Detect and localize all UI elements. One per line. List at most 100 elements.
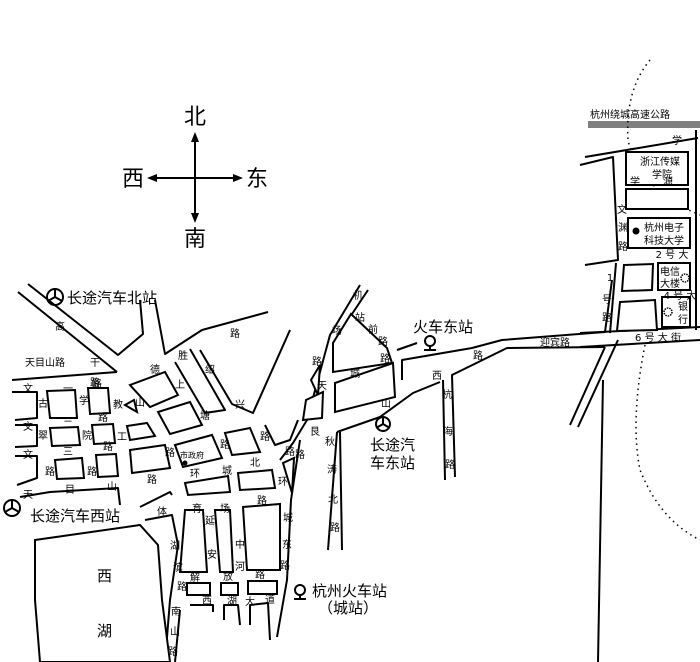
train-city-label-2: （城站） (318, 599, 378, 617)
road-label: 环 (190, 469, 200, 480)
road-label: 解 (190, 571, 200, 584)
road-label: 河 (235, 561, 245, 573)
road-label: 天目山路 (25, 356, 65, 369)
road-label: 西 (432, 371, 442, 382)
road-label: 放 (223, 570, 233, 583)
road-label: 路 (618, 240, 628, 253)
bank-label-2: 行 (678, 313, 688, 326)
road-label: 学 (79, 394, 89, 407)
road-label: 安 (207, 548, 217, 561)
road-label: 1 (607, 273, 613, 284)
city-blocks (45, 151, 691, 596)
road-label: 古 (38, 397, 48, 410)
road-labels: 高干天目山路文一路古翠路学院路文二路文三路教工山德胜上塘路绍兴环城北路天目山路体… (23, 134, 696, 658)
road-label: 兴 (235, 399, 245, 411)
bus-station-icon (3, 499, 21, 517)
road-label: 路 (257, 494, 267, 507)
compass-west: 西 (122, 167, 144, 192)
road-label: 4 号 大 (664, 289, 697, 302)
bus-east-label-1: 长途汽 (370, 436, 415, 454)
road-label: 路 (90, 376, 100, 389)
road-label: 塘 (200, 409, 210, 422)
road-label: 城 (283, 512, 293, 524)
arrow-west-icon (147, 174, 157, 182)
road-label: 文 (23, 420, 33, 433)
road-label: 一 (63, 384, 73, 395)
road-label: 渊 (618, 222, 628, 234)
road-label: 路 (295, 448, 305, 461)
road-label: 山 (381, 398, 391, 410)
road-label: 路 (445, 458, 455, 471)
dianzi-univ-label-1: 杭州电子 (644, 221, 684, 234)
road-label: 路 (230, 327, 240, 340)
road-label: 教 (113, 398, 123, 411)
road-label: 东 (282, 538, 292, 551)
road-label: 路 (473, 349, 483, 362)
road-label: 南 (171, 605, 181, 618)
highway-bar (588, 121, 700, 128)
media-univ-label-2: 学院 (652, 168, 672, 181)
road-label: 山 (135, 397, 145, 409)
dianzi-univ-label-2: 科技大学 (644, 234, 684, 247)
road-label: 目 (65, 485, 75, 496)
road-label: 海 (443, 425, 453, 438)
road-label: 源 (663, 175, 673, 188)
train-station-icon (424, 335, 436, 351)
lake-label-2: 湖 (97, 622, 112, 640)
city-hall-dot (182, 460, 188, 466)
road-label: 湖 (227, 595, 237, 607)
road-label: 环 (278, 477, 288, 488)
arrow-north-icon (191, 132, 199, 142)
road-label: 路 (602, 311, 612, 324)
bank-label-1: 银 (678, 300, 688, 313)
road-label: 路 (92, 377, 102, 390)
road-label: 天 (317, 381, 327, 392)
compass-north: 北 (184, 105, 206, 130)
road-label: 路 (177, 580, 187, 593)
road-label: 路 (260, 430, 270, 443)
road-label: 滨 (173, 561, 183, 574)
road-label: 三 (63, 447, 73, 458)
road-label: 高 (55, 320, 65, 333)
road-label: 大 (245, 595, 255, 608)
dianzi-univ-dot (632, 227, 640, 235)
train-station-icon (294, 584, 306, 600)
lake-label-1: 西 (97, 567, 112, 585)
road-label: 艮 (310, 426, 320, 438)
road-label: 路 (103, 440, 113, 453)
road-label: 工 (117, 432, 127, 443)
road-label: 翠 (38, 430, 48, 442)
road-label: 文 (23, 382, 33, 395)
bus-west-label: 长途汽车西站 (30, 507, 120, 525)
road-label: 站 (355, 311, 365, 324)
highway-label: 杭州绕城高速公路 (590, 108, 670, 121)
bus-north-label: 长途汽车北站 (67, 289, 157, 307)
city-hall-label: 市政府 (180, 450, 204, 460)
road-label: 路 (280, 559, 290, 572)
road-label: 延 (205, 515, 215, 527)
bus-east-label-2: 车东站 (370, 454, 415, 472)
road-label: 城 (350, 368, 360, 380)
road-label: 二 (63, 420, 73, 431)
road-label: 文 (617, 203, 627, 216)
road-label: 路 (87, 465, 97, 478)
road-label: 西 (202, 596, 212, 607)
road-label: 路 (312, 355, 322, 368)
road-label: 绍 (205, 363, 215, 376)
road-label: 干 (90, 358, 100, 369)
road-label: 2 号 大 (656, 248, 689, 261)
telecom-label-2: 大楼 (660, 277, 680, 290)
bus-station-icon (46, 288, 64, 306)
road-label: 秋 (325, 435, 335, 448)
road-label: 场 (332, 324, 342, 337)
road-label: 北 (250, 457, 260, 469)
road-label: 路 (330, 521, 340, 534)
road-label: 北 (328, 494, 338, 506)
road-label: 胜 (178, 350, 188, 362)
compass: 北 南 西 东 (122, 105, 268, 252)
road-label: 道 (265, 593, 275, 606)
road-label: 路 (378, 335, 388, 348)
road-label: 院 (82, 429, 92, 442)
